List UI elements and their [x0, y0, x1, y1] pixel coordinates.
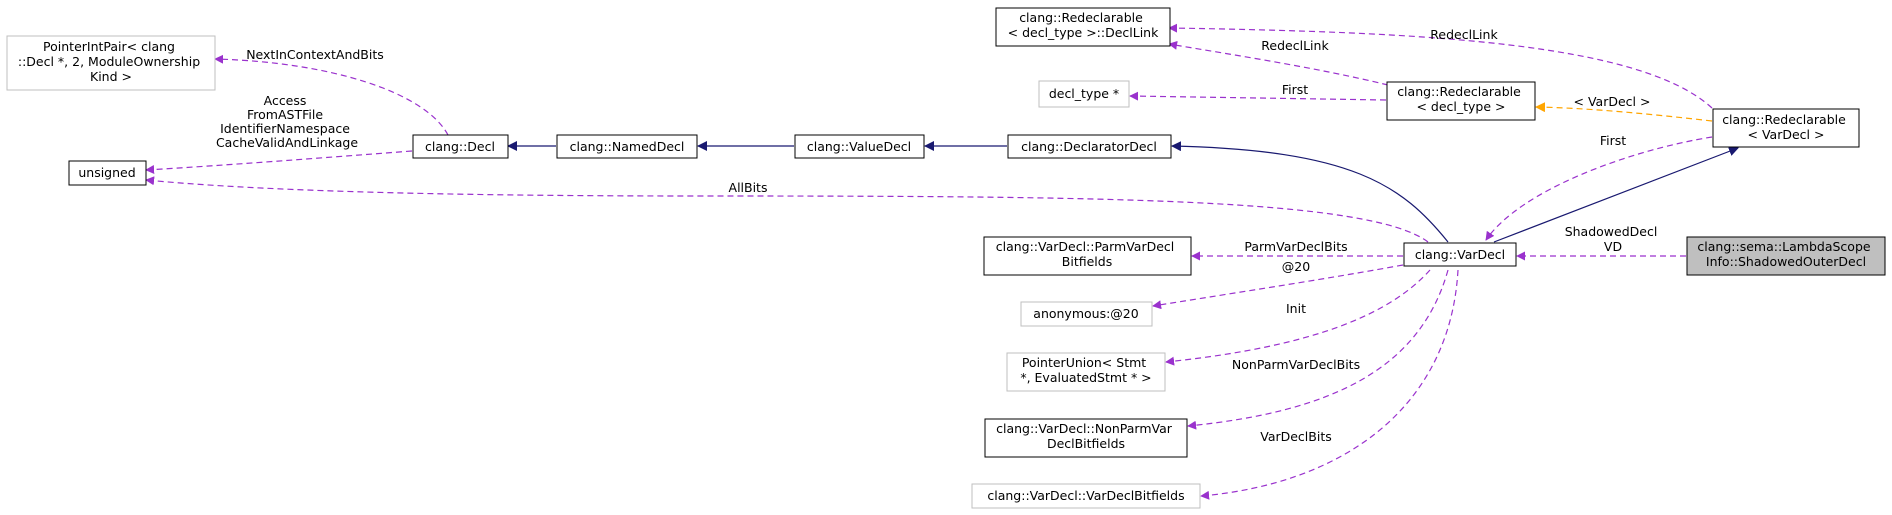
node-pointer-union[interactable]: PointerUnion< Stmt *, EvaluatedStmt * >	[1006, 352, 1166, 392]
edge-decl-bits	[145, 150, 413, 175]
svg-text:clang::VarDecl::ParmVarDecl: clang::VarDecl::ParmVarDecl Bitfields	[996, 239, 1179, 269]
edge-label-redecl-link-1: RedeclLink	[1430, 27, 1498, 42]
svg-text:decl_type *: decl_type *	[1049, 86, 1119, 101]
edge-label-next-in-context: NextInContextAndBits	[246, 47, 384, 62]
svg-text:clang::Decl: clang::Decl	[425, 139, 495, 154]
edge-all-bits	[145, 176, 1429, 243]
edge-var-decl-to-declarator-decl	[1171, 141, 1449, 243]
edge-non-parm-var-decl-bits	[1187, 269, 1449, 430]
node-unsigned[interactable]: unsigned	[68, 160, 147, 186]
node-value-decl[interactable]: clang::ValueDecl	[794, 134, 925, 159]
edge-redecl-link-1	[1168, 23, 1713, 109]
svg-text:clang::DeclaratorDecl: clang::DeclaratorDecl	[1021, 139, 1157, 154]
node-named-decl[interactable]: clang::NamedDecl	[556, 134, 698, 159]
svg-text:PointerIntPair< clang: PointerIntPair< clang ::Decl *, 2, Modul…	[18, 39, 204, 84]
edge-label-var-decl-bits: VarDeclBits	[1260, 429, 1332, 444]
edges	[145, 23, 1739, 500]
edge-label-vardecl-template: < VarDecl >	[1574, 94, 1651, 109]
svg-text:clang::VarDecl::VarDeclBitfiel: clang::VarDecl::VarDeclBitfields	[987, 488, 1184, 503]
svg-text:clang::Redeclarable <: clang::Redeclarable < decl_type >::DeclL…	[1008, 10, 1159, 40]
node-declarator-decl[interactable]: clang::DeclaratorDecl	[1007, 134, 1172, 159]
edge-label-first-decl-type: First	[1282, 82, 1308, 97]
edge-var-decl-to-redeclarable-vardecl	[1493, 146, 1739, 243]
node-var-decl-bitfields[interactable]: clang::VarDecl::VarDeclBitfields	[971, 483, 1201, 509]
svg-text:clang::Redeclarable <: clang::Redeclarable < VarDecl >	[1722, 112, 1850, 142]
edge-label-all-bits: AllBits	[729, 180, 768, 195]
node-clang-decl[interactable]: clang::Decl	[412, 134, 509, 159]
edge-label-decl-bits: Access FromASTFile IdentifierNamespace C…	[216, 93, 358, 150]
node-decl-type-ptr[interactable]: decl_type *	[1038, 80, 1130, 108]
edge-redecl-link-2	[1168, 40, 1389, 86]
edge-init	[1165, 269, 1431, 366]
node-shadowed-outer-decl[interactable]: clang::sema::LambdaScope Info::ShadowedO…	[1686, 236, 1886, 276]
edge-label-init: Init	[1286, 301, 1306, 316]
edge-first-vardecl	[1485, 136, 1713, 241]
edge-label-shadowed-decl: ShadowedDecl VD	[1565, 224, 1662, 254]
svg-text:PointerUnion< Stmt *,: PointerUnion< Stmt *, EvaluatedStmt * >	[1020, 355, 1151, 385]
svg-text:clang::VarDecl: clang::VarDecl	[1415, 247, 1505, 262]
edge-label-first-vardecl: First	[1600, 133, 1626, 148]
svg-text:unsigned: unsigned	[78, 165, 135, 180]
node-non-parm-var-decl-bitfields[interactable]: clang::VarDecl::NonParmVar DeclBitfields	[984, 418, 1188, 458]
svg-text:clang::VarDecl::NonParmVar: clang::VarDecl::NonParmVar DeclBitfields	[996, 421, 1176, 451]
node-pointerintpair[interactable]: PointerIntPair< clang ::Decl *, 2, Modul…	[6, 35, 216, 91]
svg-text:clang::Redeclarable <: clang::Redeclarable < decl_type >	[1397, 84, 1525, 114]
edge-label-parm-var-decl-bits: ParmVarDeclBits	[1244, 239, 1347, 254]
node-redeclarable-vardecl[interactable]: clang::Redeclarable < VarDecl >	[1712, 108, 1860, 148]
node-anonymous20[interactable]: anonymous:@20	[1020, 301, 1153, 327]
node-redeclarable-decllink[interactable]: clang::Redeclarable < decl_type >::DeclL…	[995, 7, 1171, 47]
edge-var-decl-bits	[1200, 269, 1459, 500]
node-redeclarable-decl-type[interactable]: clang::Redeclarable < decl_type >	[1386, 81, 1536, 121]
edge-label-non-parm-var-decl-bits: NonParmVarDeclBits	[1232, 357, 1360, 372]
edge-label-redecl-link-2: RedeclLink	[1261, 38, 1329, 53]
node-parm-var-decl-bitfields[interactable]: clang::VarDecl::ParmVarDecl Bitfields	[983, 236, 1192, 276]
edge-label-anon20: @20	[1282, 259, 1310, 274]
nodes: clang::Redeclarable < decl_type >::DeclL…	[6, 7, 1886, 509]
edge-redeclarable-vardecl-template	[1535, 102, 1713, 122]
edge-anon20	[1152, 264, 1404, 310]
edge-first-decl-type	[1129, 91, 1387, 101]
svg-text:clang::ValueDecl: clang::ValueDecl	[807, 139, 911, 154]
svg-text:anonymous:@20: anonymous:@20	[1033, 306, 1138, 321]
svg-text:clang::NamedDecl: clang::NamedDecl	[570, 139, 685, 154]
edge-next-in-context	[214, 54, 449, 136]
svg-text:clang::sema::LambdaScope: clang::sema::LambdaScope Info::ShadowedO…	[1697, 239, 1874, 269]
node-var-decl[interactable]: clang::VarDecl	[1403, 242, 1517, 267]
edge-labels: RedeclLink RedeclLink NextInContextAndBi…	[216, 27, 1662, 444]
